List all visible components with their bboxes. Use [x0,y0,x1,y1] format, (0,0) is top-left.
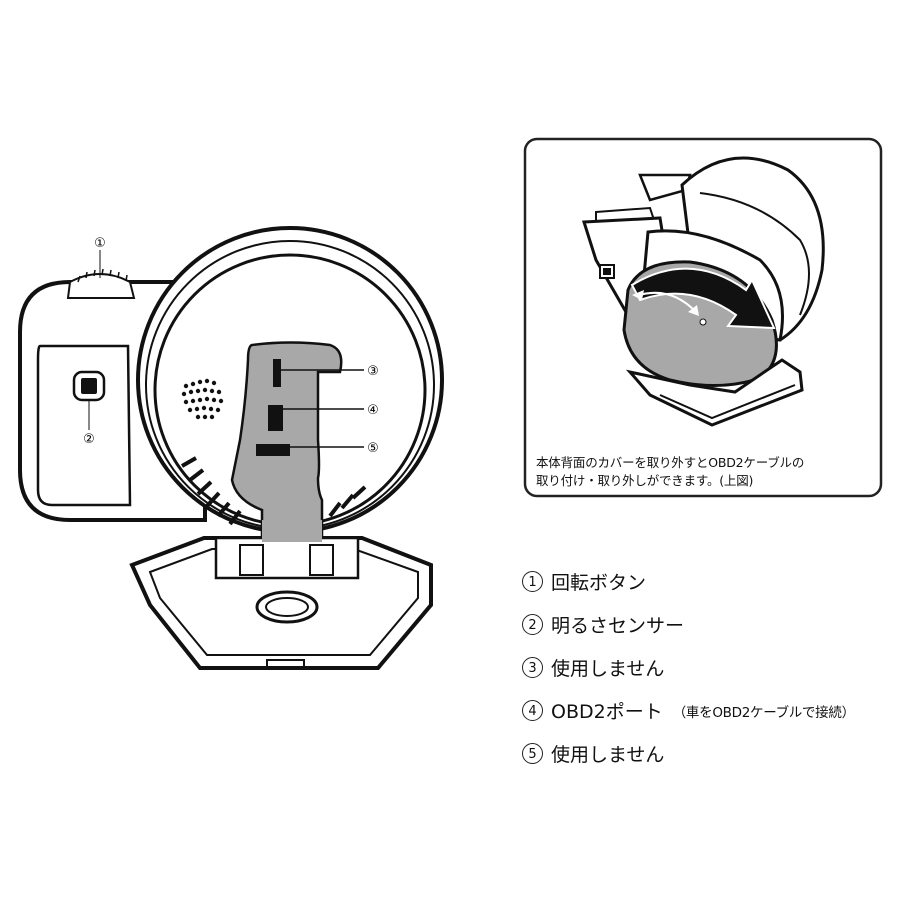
port-3-unused [273,359,281,387]
legend-item-3: 3 使用しません [522,646,900,689]
legend-note: （車をOBD2ケーブルで接続） [672,704,855,721]
legend-label: 明るさセンサー [551,615,685,637]
inset-caption: 本体背面のカバーを取り外すとOBD2ケーブルの 取り付け・取り外しができます。(… [536,454,878,490]
obd2-port [268,405,283,431]
legend-label: 使用しません [551,658,665,680]
callout-3: ③ [367,364,379,379]
side-panel [36,344,132,507]
inset-caption-line2: 取り付け・取り外しができます。(上図) [536,473,754,488]
legend-number: 2 [522,614,543,635]
inset-illustration [581,156,825,427]
legend-item-4: 4 OBD2ポート （車をOBD2ケーブルで接続） [522,689,900,732]
legend-number: 3 [522,657,543,678]
inset-caption-line1: 本体背面のカバーを取り外すとOBD2ケーブルの [536,455,805,470]
vent-slots-right [328,485,367,518]
legend-number: 4 [522,700,543,721]
legend-number: 5 [522,743,543,764]
callout-5: ⑤ [367,441,379,456]
callout-4: ④ [367,403,379,418]
legend-number: 1 [522,571,543,592]
callout-2: ② [83,432,95,447]
port-panel [230,341,343,540]
legend-label: 使用しません [551,744,665,766]
legend-label: 回転ボタン [551,572,647,594]
rotary-button [66,273,136,299]
port-5-unused [256,444,290,456]
legend-label: OBD2ポート [551,701,663,723]
vent-slots-left [181,456,242,526]
legend-item-5: 5 使用しません [522,732,900,775]
legend-item-2: 2 明るさセンサー [522,603,900,646]
rotate-arrow [630,267,776,330]
parts-legend: 1 回転ボタン 2 明るさセンサー 3 使用しません 4 OBD2ポート （車を… [522,560,900,775]
speaker-grille [181,378,224,420]
legend-item-1: 1 回転ボタン [522,560,900,603]
callout-1: ① [94,236,106,251]
